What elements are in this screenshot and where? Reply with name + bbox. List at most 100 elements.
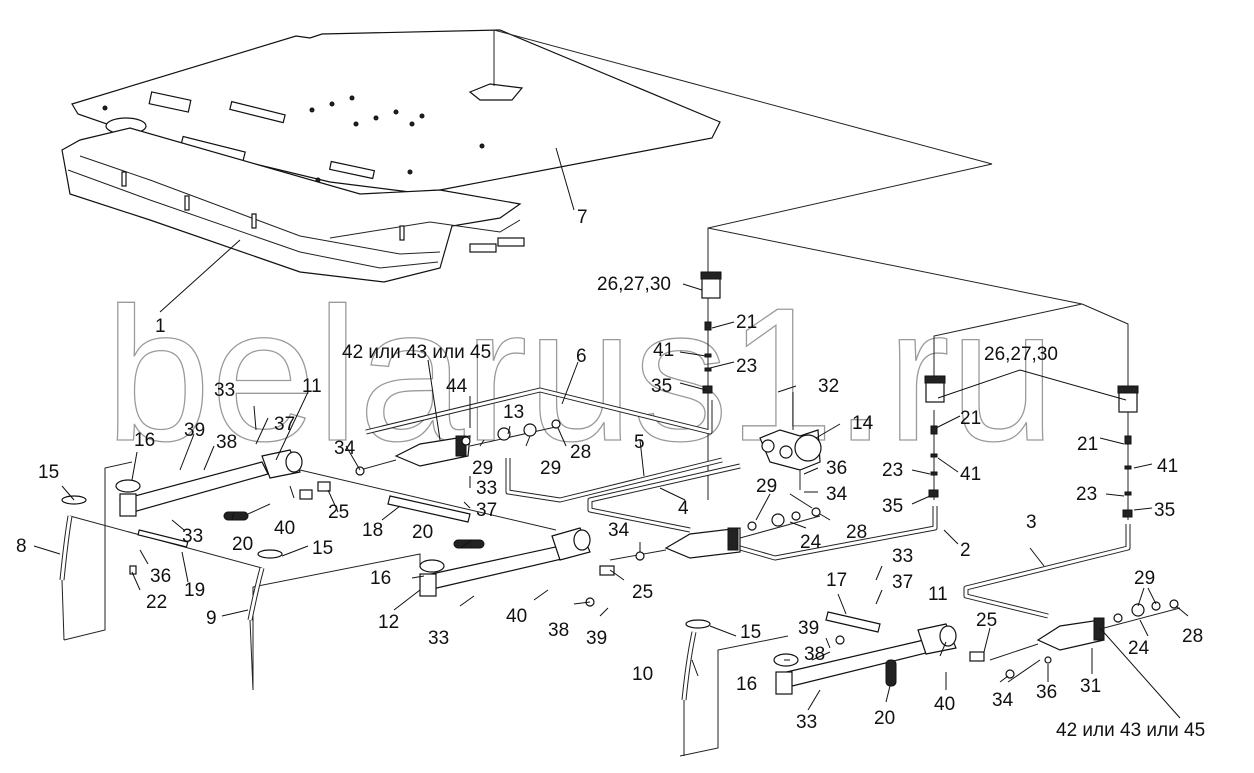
label-8: 8 [16, 536, 27, 557]
label-11-b: 11 [928, 584, 948, 605]
master-cylinder-right [989, 607, 1181, 661]
label-36-a: 36 [826, 458, 847, 479]
label-26-27-30-b: 26,27,30 [984, 344, 1058, 365]
label-31: 31 [1080, 676, 1101, 697]
label-36-c: 36 [1036, 682, 1057, 703]
label-41-c: 41 [1157, 456, 1178, 477]
label-38-c: 38 [804, 644, 825, 665]
label-28-c: 28 [1182, 626, 1203, 647]
leader-lines [33, 147, 1189, 719]
label-29-c: 29 [756, 476, 777, 497]
label-25-c: 25 [976, 610, 997, 631]
reservoir-1 [700, 271, 722, 299]
master-cylinder-left [359, 425, 561, 471]
label-35-c: 35 [1154, 500, 1175, 521]
label-15-c: 15 [740, 622, 761, 643]
label-3: 3 [1026, 512, 1037, 533]
label-1: 1 [155, 316, 166, 337]
reservoir-3 [1117, 385, 1139, 413]
label-33-d: 33 [428, 628, 449, 649]
label-13: 13 [503, 402, 524, 423]
misc-parts [129, 419, 1179, 679]
guide-line-2 [707, 227, 1083, 378]
label-33-a: 33 [214, 380, 235, 401]
label-40-c: 40 [934, 694, 955, 715]
pedal-frame-1 [63, 461, 133, 641]
label-17: 17 [826, 570, 847, 591]
label-39-b: 39 [586, 628, 607, 649]
label-33-c: 33 [182, 526, 203, 547]
label-23-c: 23 [1076, 484, 1097, 505]
label-37-b: 37 [476, 500, 497, 521]
label-34-d: 34 [992, 690, 1014, 711]
label-6: 6 [576, 346, 587, 367]
label-34-b: 34 [334, 438, 356, 459]
label-22: 22 [146, 592, 167, 613]
label-20-c: 20 [874, 708, 895, 729]
label-28-b: 28 [846, 522, 867, 543]
label-41-b: 41 [960, 464, 981, 485]
label-36-b: 36 [150, 566, 171, 587]
label-35-b: 35 [882, 496, 903, 517]
label-29-d: 29 [1134, 568, 1155, 589]
label-42-43-45-b: 42 или 43 или 45 [1056, 720, 1205, 741]
label-38-a: 38 [216, 432, 237, 453]
label-28-a: 28 [570, 442, 591, 463]
label-23-b: 23 [882, 460, 903, 481]
guide-line-1 [493, 29, 993, 276]
label-7: 7 [577, 207, 588, 228]
label-10: 10 [632, 664, 653, 685]
label-15-b: 15 [312, 538, 333, 559]
label-20-a: 20 [232, 534, 253, 555]
label-2: 2 [960, 540, 971, 561]
label-33-e: 33 [892, 546, 913, 567]
pedal-frame-3 [679, 635, 789, 757]
label-38-b: 38 [548, 620, 569, 641]
watermark-text: belarus1.ru [105, 269, 1056, 481]
label-34-a: 34 [826, 484, 848, 505]
label-40-a: 40 [274, 518, 295, 539]
label-21-b: 21 [960, 408, 981, 429]
label-20-b: 20 [412, 522, 433, 543]
label-32: 32 [818, 376, 839, 397]
cab-frame [61, 127, 525, 283]
label-29-a: 29 [472, 458, 493, 479]
pedal-frame-2 [252, 553, 421, 690]
label-44: 44 [446, 376, 468, 397]
label-33-b: 33 [476, 478, 497, 499]
label-15-a: 15 [38, 462, 59, 483]
label-11-a: 11 [302, 376, 322, 397]
label-12: 12 [378, 612, 399, 633]
guide-line-3 [1081, 303, 1129, 388]
label-21-a: 21 [736, 312, 757, 333]
label-21-c: 21 [1077, 434, 1098, 455]
label-35-a: 35 [651, 376, 672, 397]
label-25-b: 25 [632, 582, 653, 603]
label-9: 9 [206, 608, 217, 629]
label-25-a: 25 [328, 502, 349, 523]
label-41-a: 41 [653, 340, 674, 361]
label-23-a: 23 [736, 356, 757, 377]
label-34-c: 34 [608, 520, 630, 541]
pedal-rods [59, 495, 711, 756]
reservoir-2 [924, 375, 946, 403]
label-24-a: 24 [800, 532, 822, 553]
label-14: 14 [852, 413, 874, 434]
label-42-43-45-a: 42 или 43 или 45 [342, 342, 491, 363]
callout-labels: 1 7 26,27,30 26,27,30 21 21 21 41 41 41 … [16, 207, 1205, 741]
label-33-f: 33 [796, 712, 817, 733]
label-16-c: 16 [736, 674, 757, 695]
label-29-b: 29 [540, 458, 561, 479]
label-16-a: 16 [134, 430, 155, 451]
label-5: 5 [634, 432, 645, 453]
master-cylinder-center [609, 515, 821, 561]
pedal-lever-center [419, 527, 591, 597]
label-39-a: 39 [184, 420, 205, 441]
label-39-c: 39 [798, 618, 819, 639]
label-37-c: 37 [892, 572, 913, 593]
label-16-b: 16 [370, 568, 391, 589]
label-19: 19 [184, 580, 205, 601]
label-24-b: 24 [1128, 638, 1150, 659]
